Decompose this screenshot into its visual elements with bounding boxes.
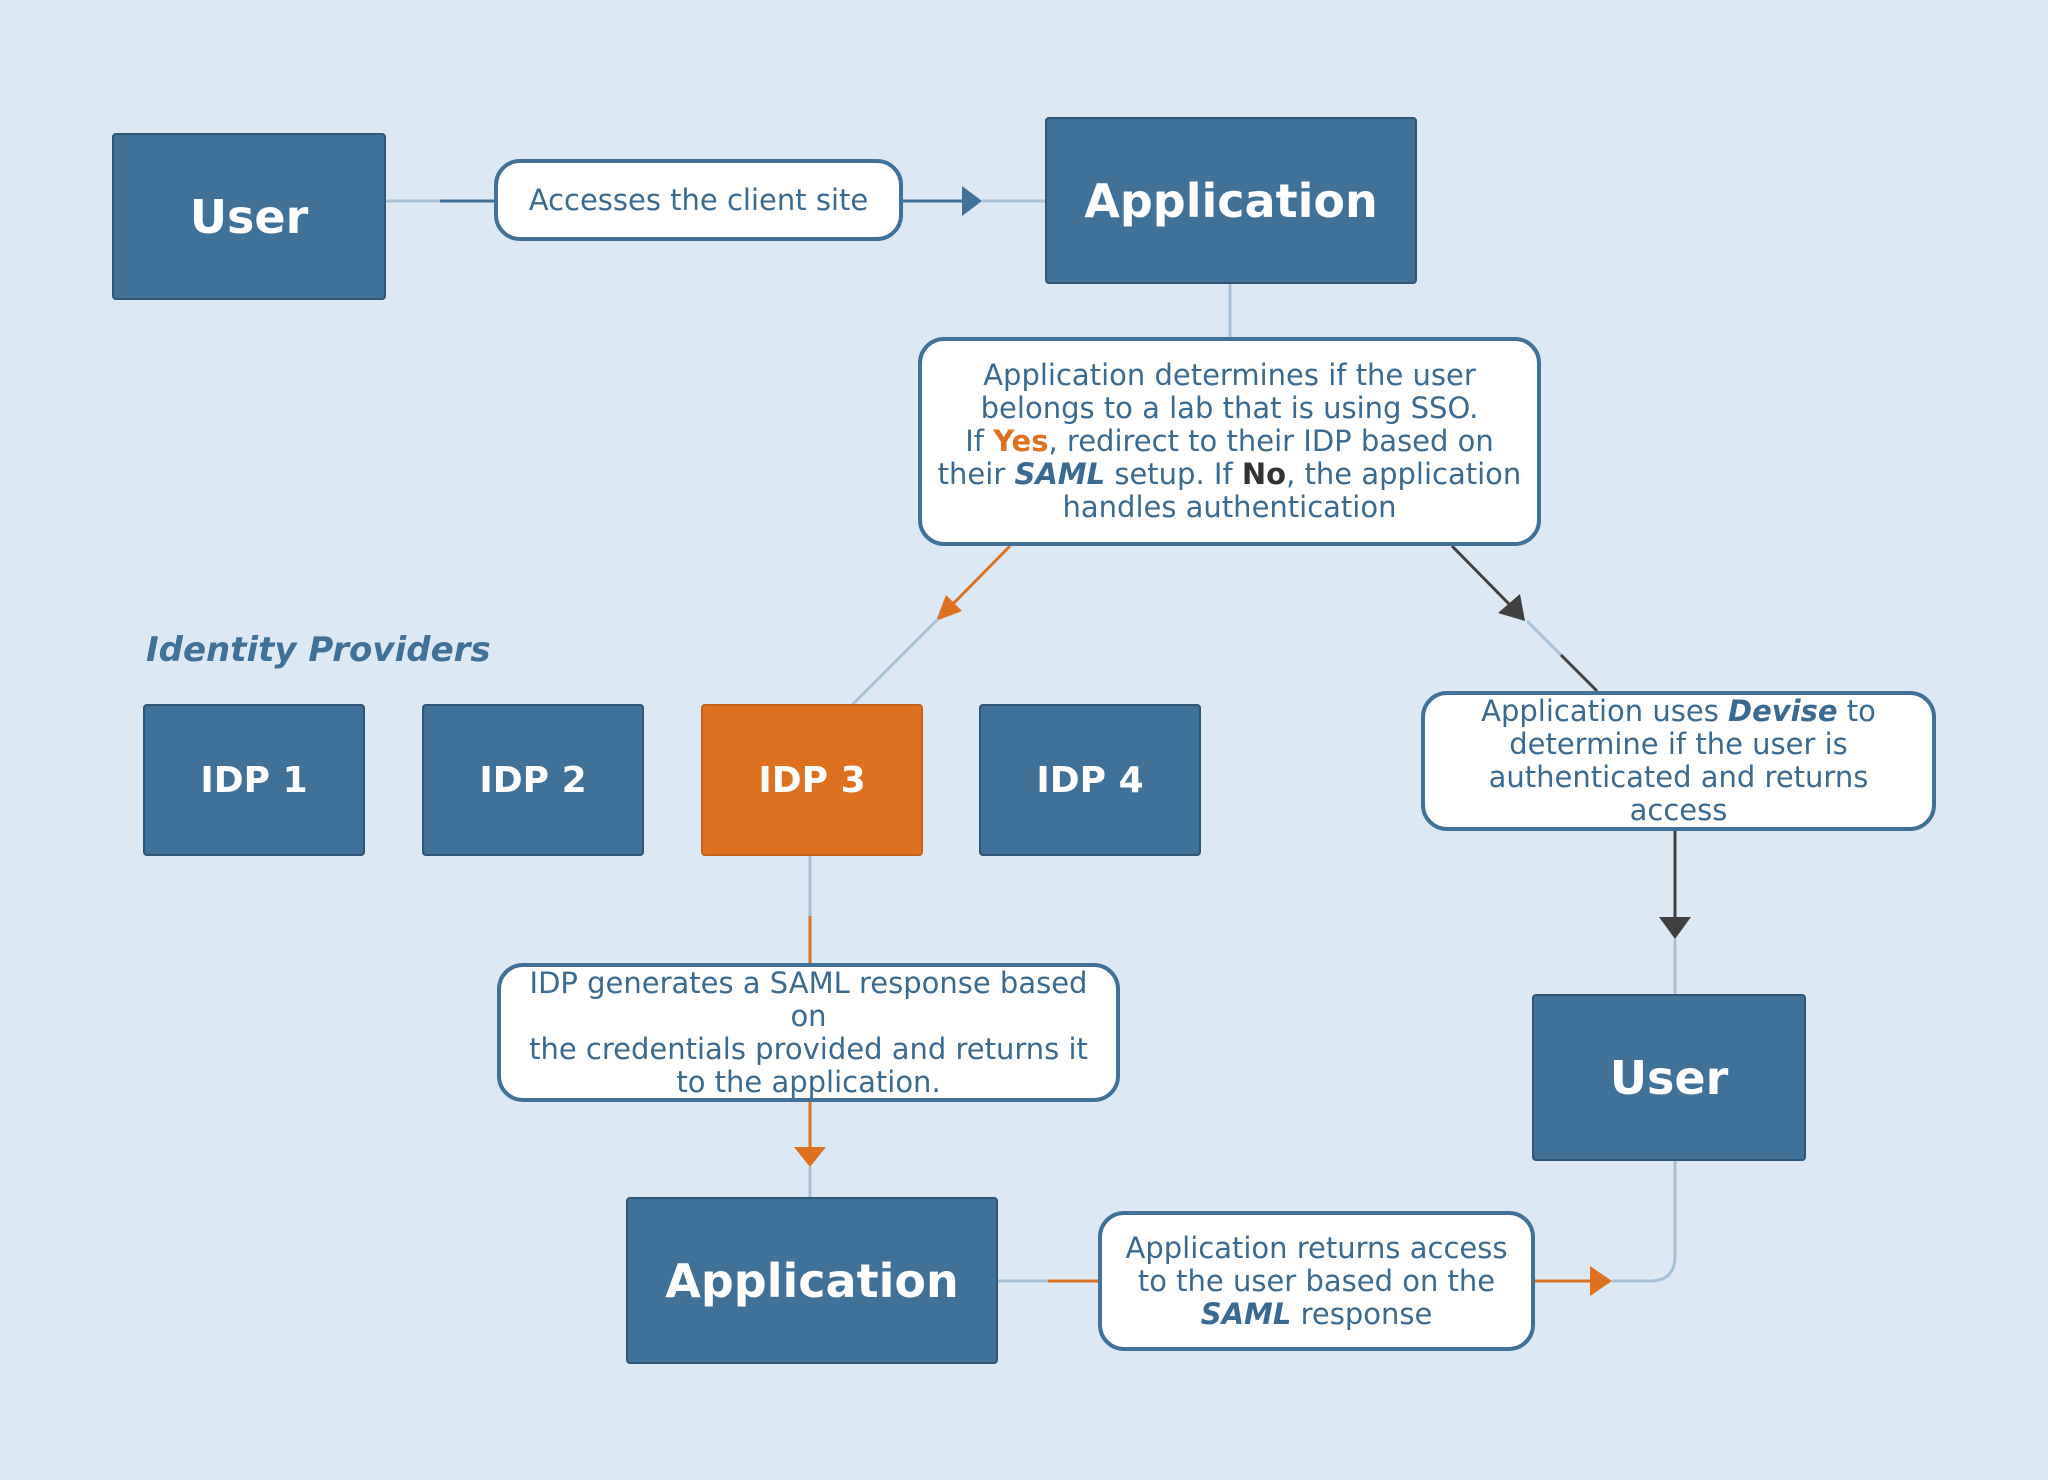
idp-3-node-selected: IDP 3 [701, 704, 923, 856]
arrowhead-to-user-from-application [1590, 1266, 1612, 1296]
determine-line-1: Application determines if the user [983, 358, 1476, 392]
idp-1-node: IDP 1 [143, 704, 365, 856]
arrowhead-to-application-bottom [794, 1147, 826, 1167]
devise-line-2: determine if the user is [1509, 727, 1848, 761]
connector-yes-branch [948, 544, 1012, 609]
devise-emphasis: Devise [1728, 694, 1838, 728]
determine-line-5: handles authentication [1062, 490, 1397, 524]
note-application-returns-access: Application returns access to the user b… [1098, 1211, 1535, 1351]
arrowhead-no-branch [1498, 594, 1525, 621]
user-node-top: User [112, 133, 386, 300]
saml-response-emphasis: SAML [1200, 1296, 1292, 1331]
identity-providers-label: Identity Providers [146, 630, 491, 670]
saml-generate-line-2: the credentials provided and returns it [529, 1031, 1088, 1066]
no-highlight: No [1241, 457, 1287, 491]
arrowhead-to-application [962, 186, 982, 216]
devise-line-1: Application uses Devise to [1481, 694, 1876, 728]
note-devise-authentication: Application uses Devise to determine if … [1421, 691, 1936, 831]
application-node-top: Application [1045, 117, 1417, 284]
returns-access-line-3: SAML response [1200, 1296, 1433, 1331]
returns-access-line-1: Application returns access [1125, 1230, 1508, 1265]
idp-2-node: IDP 2 [422, 704, 644, 856]
saml-generate-line-1: IDP generates a SAML response based on [529, 965, 1088, 1033]
returns-access-line-2: to the user based on the [1137, 1263, 1496, 1298]
saml-generate-line-3: to the application. [676, 1064, 941, 1099]
connector-yes-to-idp3 [849, 617, 940, 708]
determine-line-4: their SAML setup. If No, the application [937, 457, 1522, 491]
note-accesses-client-site: Accesses the client site [494, 159, 903, 241]
user-node-bottom: User [1532, 994, 1806, 1161]
saml-emphasis: SAML [1014, 457, 1106, 491]
connector-no-to-devise-accent [1559, 653, 1599, 693]
arrowhead-to-user-bottom [1659, 917, 1691, 939]
note-accesses-client-site-text: Accesses the client site [528, 182, 869, 217]
determine-line-2: belongs to a lab that is using SSO. [980, 391, 1479, 425]
connector-no-branch [1450, 544, 1511, 606]
connector-elbow-to-user [1612, 1160, 1677, 1283]
note-application-determines-sso: Application determines if the user belon… [918, 337, 1541, 546]
application-node-bottom: Application [626, 1197, 998, 1364]
idp-4-node: IDP 4 [979, 704, 1201, 856]
yes-highlight: Yes [993, 424, 1049, 458]
determine-line-3: If Yes, redirect to their IDP based on [965, 424, 1494, 458]
note-idp-generates-saml: IDP generates a SAML response based on t… [497, 963, 1120, 1102]
arrowhead-yes-branch [936, 595, 962, 621]
connector-no-to-devise [1525, 619, 1563, 657]
devise-line-3: authenticated and returns access [1488, 760, 1869, 827]
